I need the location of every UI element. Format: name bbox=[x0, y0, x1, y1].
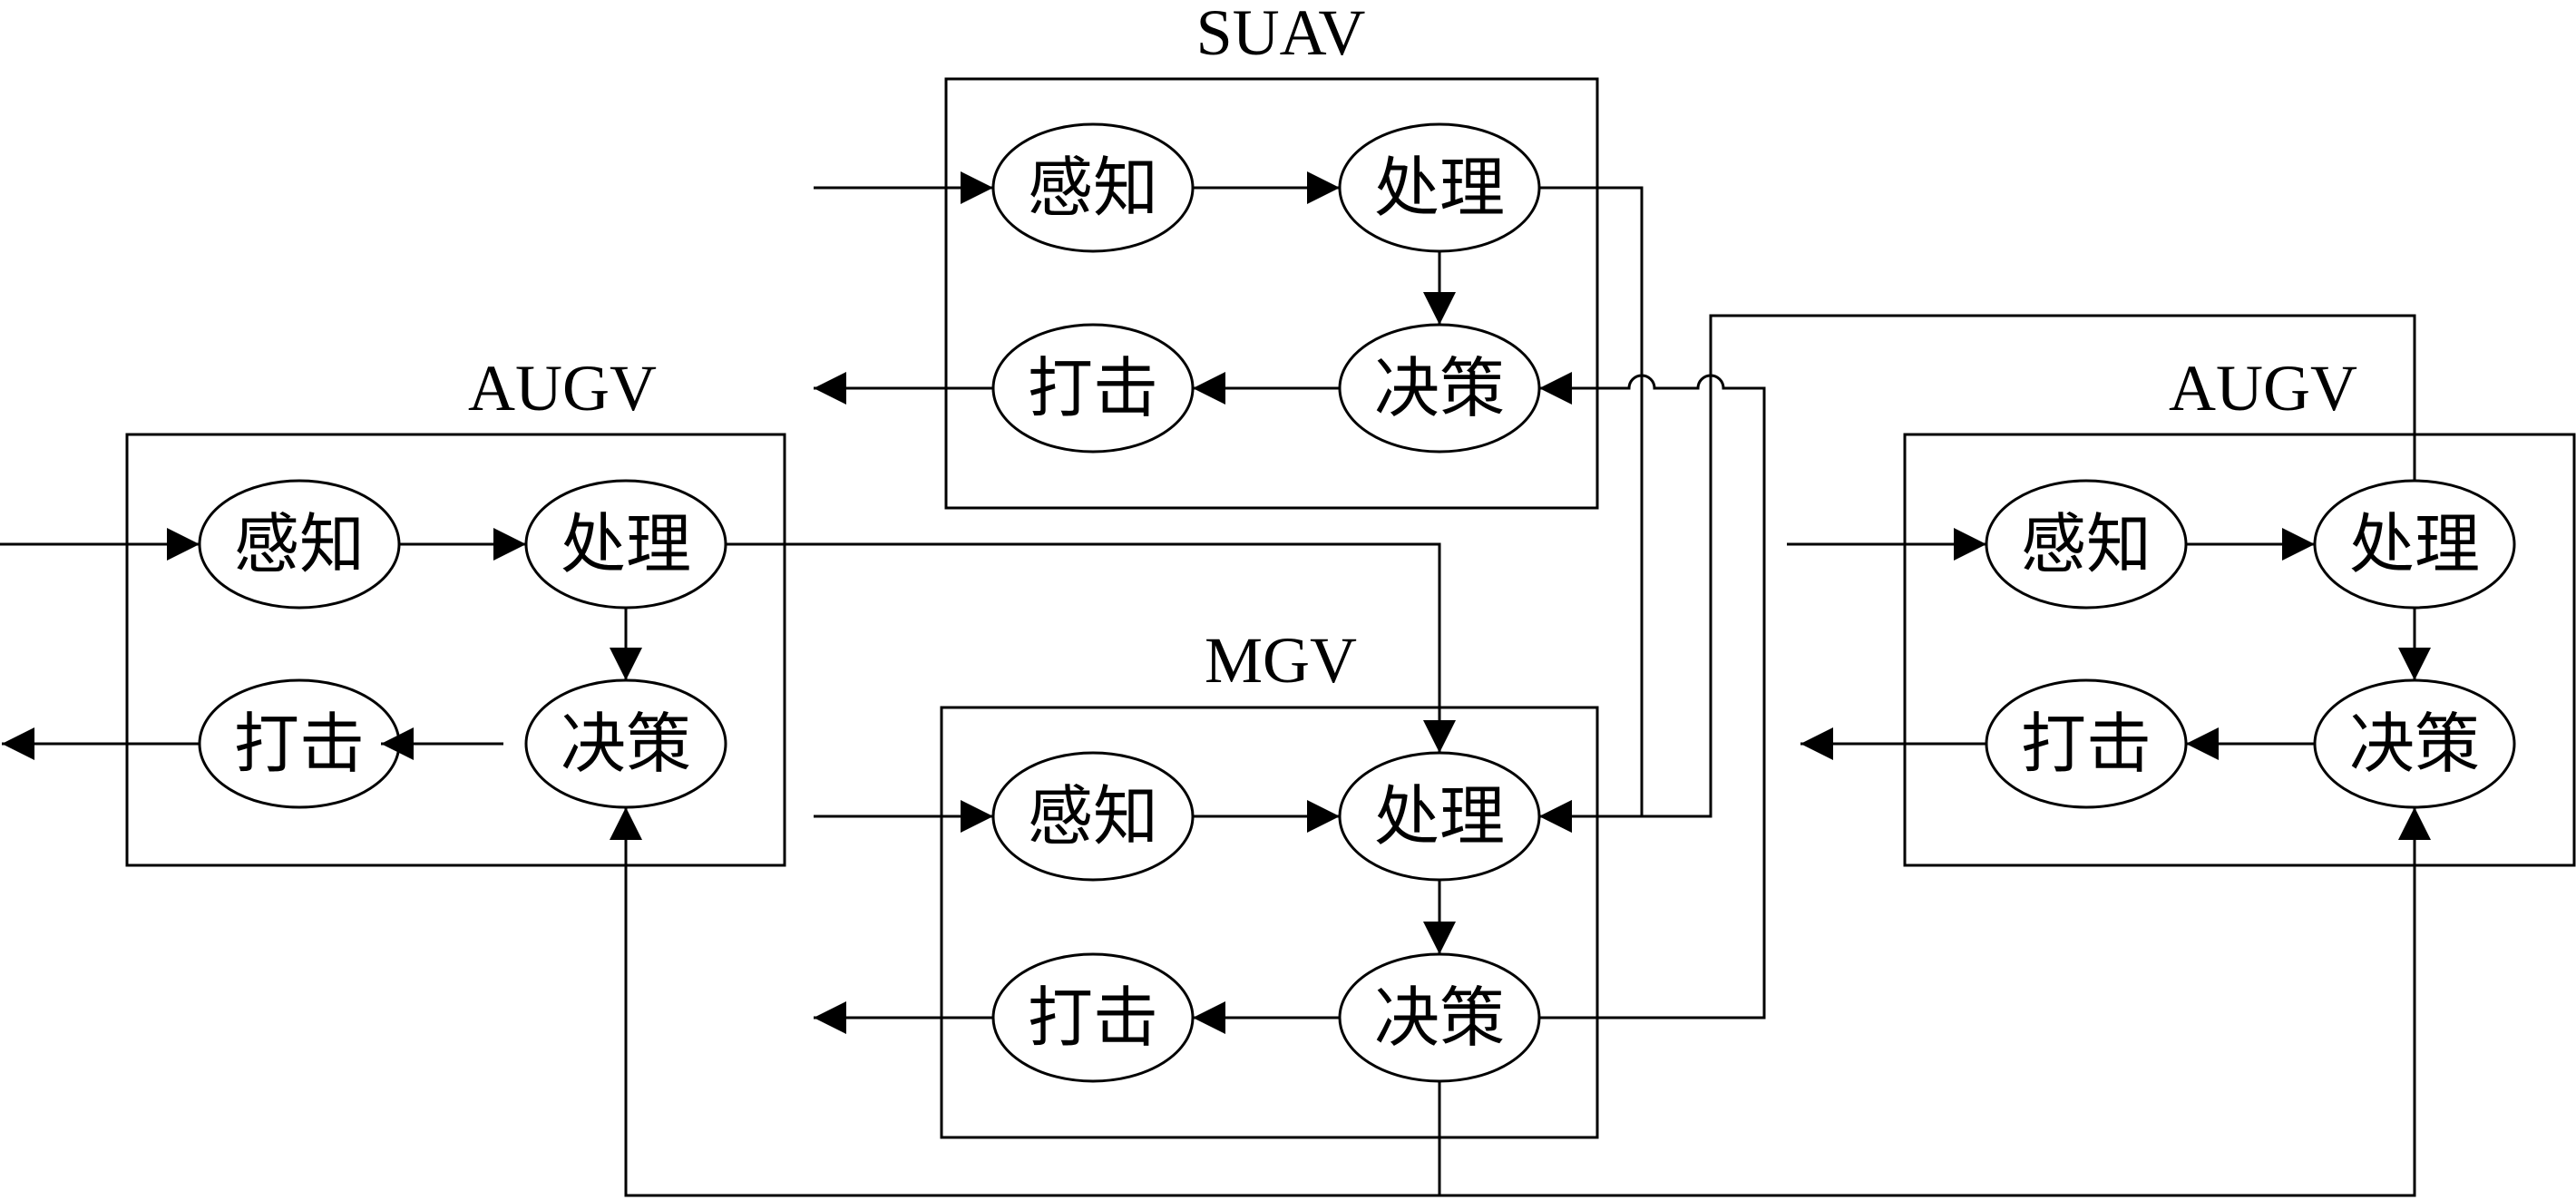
augv-right-decide-label: 决策 bbox=[2349, 706, 2480, 782]
augv-left-box bbox=[125, 433, 786, 867]
mgv-box bbox=[940, 706, 1599, 1139]
augv-right-process-node: 处理 bbox=[2313, 479, 2516, 610]
suav-process-label: 处理 bbox=[1374, 150, 1505, 226]
augv-left-unit: AUGV 感知 处理 决策 打击 bbox=[0, 352, 786, 867]
suav-decide-label: 决策 bbox=[1374, 350, 1505, 426]
augv-left-process-label: 处理 bbox=[561, 506, 691, 582]
augv-left-decide-label: 决策 bbox=[561, 706, 691, 782]
mgv-strike-node: 打击 bbox=[991, 952, 1195, 1083]
augv-right-strike-label: 打击 bbox=[2021, 706, 2152, 782]
augv-right-process-label: 处理 bbox=[2349, 506, 2480, 582]
augv-right-sense-label: 感知 bbox=[2021, 506, 2152, 582]
mgv-decide-node: 决策 bbox=[1338, 952, 1541, 1083]
suav-process-to-mgv-process-link bbox=[1539, 186, 1644, 833]
augv-right-decide-node: 决策 bbox=[2313, 678, 2516, 809]
augv-right-strike-node: 打击 bbox=[1985, 678, 2188, 809]
augv-left-sense-label: 感知 bbox=[234, 506, 365, 582]
augv-left-decide-node: 决策 bbox=[524, 678, 727, 809]
suav-process-node: 处理 bbox=[1338, 122, 1541, 253]
suav-decide-node: 决策 bbox=[1338, 323, 1541, 454]
mgv-decide-to-augv-right-decide-link bbox=[1439, 807, 2431, 1197]
augv-right-unit: AUGV 感知 处理 决策 打击 bbox=[1787, 352, 2576, 867]
mgv-sense-label: 感知 bbox=[1028, 778, 1158, 854]
augv-left-strike-label: 打击 bbox=[234, 706, 365, 782]
suav-unit: SUAV 感知 处理 决策 打击 bbox=[814, 0, 1599, 510]
augv-left-title: AUGV bbox=[468, 352, 657, 424]
suav-strike-node: 打击 bbox=[991, 323, 1195, 454]
mgv-sense-node: 感知 bbox=[991, 751, 1195, 882]
suav-sense-node: 感知 bbox=[991, 122, 1195, 253]
mgv-unit: MGV 感知 处理 决策 打击 bbox=[814, 624, 1599, 1139]
mgv-decide-to-suav-decide-link bbox=[1539, 372, 1766, 1020]
mgv-process-label: 处理 bbox=[1374, 778, 1505, 854]
mgv-title: MGV bbox=[1205, 624, 1357, 697]
augv-right-box bbox=[1903, 433, 2576, 867]
suav-title: SUAV bbox=[1196, 0, 1366, 69]
augv-left-process-node: 处理 bbox=[524, 479, 727, 610]
augv-right-process-to-mgv-process-link bbox=[1539, 314, 2416, 833]
mgv-decide-to-augv-left-decide-link bbox=[610, 807, 1439, 1197]
mgv-strike-label: 打击 bbox=[1028, 980, 1158, 1056]
augv-left-process-to-mgv-process-link bbox=[726, 542, 1456, 753]
mgv-decide-label: 决策 bbox=[1374, 980, 1505, 1056]
augv-left-strike-node: 打击 bbox=[198, 678, 401, 809]
mgv-process-node: 处理 bbox=[1338, 751, 1541, 882]
augv-right-sense-node: 感知 bbox=[1985, 479, 2188, 610]
suav-sense-label: 感知 bbox=[1028, 150, 1158, 226]
suav-strike-label: 打击 bbox=[1028, 350, 1158, 426]
suav-box bbox=[944, 77, 1599, 510]
augv-right-title: AUGV bbox=[2169, 352, 2357, 424]
augv-left-sense-node: 感知 bbox=[198, 479, 401, 610]
